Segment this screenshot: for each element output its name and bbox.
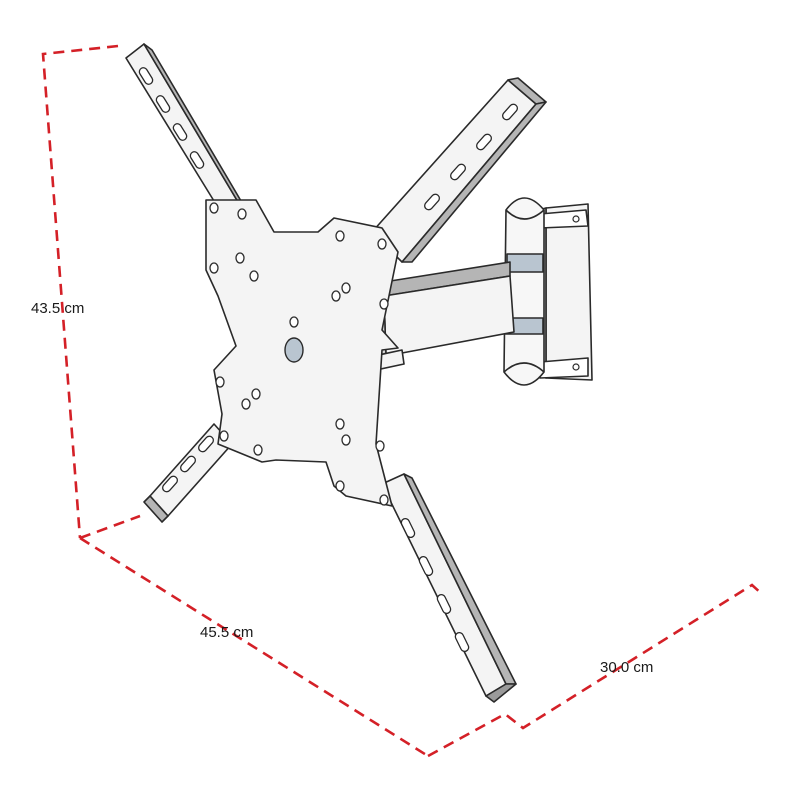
dimension-lines [41,44,764,758]
height-dimension-line [41,44,119,539]
rail-upper-left [125,43,245,215]
rail-lower-left [143,423,233,523]
depth-dimension-label: 30.0 cm [600,659,654,676]
depth-dimension-line [427,583,764,758]
rail-upper-right [371,77,547,263]
wall-plate [537,203,593,381]
width-dimension-line [79,514,429,758]
rail-lower-right [381,473,517,703]
wall-mount [125,43,593,703]
width-dimension-label: 45.5 cm [200,624,254,641]
tv-plate [205,199,399,507]
height-dimension-label: 43.5 cm [31,300,85,317]
extension-arm [373,261,515,371]
plate-holes [209,202,389,506]
center-hole [284,337,304,363]
